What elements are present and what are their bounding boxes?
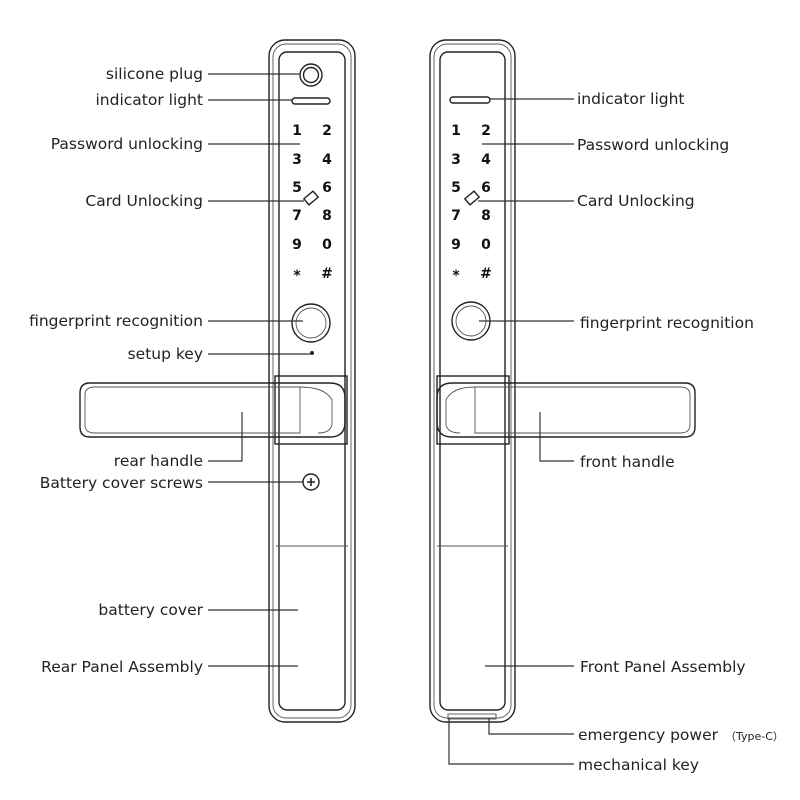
key-7: 7: [292, 208, 302, 224]
front-labels: indicator light Password unlocking Card …: [577, 90, 784, 774]
label-fingerprint-recognition: fingerprint recognition: [29, 312, 203, 330]
front-card-icon: [463, 190, 481, 206]
label-front-indicator-light: indicator light: [577, 90, 685, 108]
label-rear-handle: rear handle: [114, 452, 203, 470]
key-0: 0: [481, 237, 491, 253]
front-handle: [436, 382, 696, 438]
front-keypad: 1 2 3 4 5 6 7 8 9 0 * #: [451, 123, 492, 284]
key-9: 9: [292, 237, 302, 253]
fingerprint-sensor-icon: [291, 303, 331, 343]
label-emergency-power-type: （Type-C）: [725, 730, 784, 743]
type-c-port-icon: [447, 713, 497, 720]
label-card-unlocking: Card Unlocking: [85, 192, 203, 210]
key-5: 5: [292, 180, 302, 196]
rear-keypad: 1 2 3 4 5 6 7 8 9 0 * #: [292, 123, 333, 284]
front-indicator-light-icon: [449, 96, 491, 104]
key-8: 8: [481, 208, 491, 224]
label-front-password-unlocking: Password unlocking: [577, 136, 729, 154]
key-6: 6: [322, 180, 332, 196]
front-leader-lines: [448, 98, 574, 765]
key-hash: #: [321, 266, 333, 282]
label-front-card-unlocking: Card Unlocking: [577, 192, 695, 210]
key-9: 9: [451, 237, 461, 253]
label-front-fingerprint-recognition: fingerprint recognition: [580, 314, 754, 332]
key-6: 6: [481, 180, 491, 196]
label-battery-cover-screws: Battery cover screws: [40, 474, 203, 492]
label-indicator-light: indicator light: [95, 91, 203, 109]
key-0: 0: [322, 237, 332, 253]
rear-card-icon: [302, 190, 320, 206]
key-star: *: [293, 268, 301, 284]
front-panel: [429, 39, 696, 723]
key-5: 5: [451, 180, 461, 196]
label-setup-key: setup key: [128, 345, 203, 363]
label-front-handle: front handle: [580, 453, 675, 471]
key-1: 1: [451, 123, 461, 139]
key-4: 4: [322, 152, 332, 168]
key-hash: #: [480, 266, 492, 282]
label-silicone-plug: silicone plug: [106, 65, 203, 83]
rear-leader-lines: [208, 73, 310, 667]
label-rear-panel-assembly: Rear Panel Assembly: [41, 658, 203, 676]
label-front-panel-assembly: Front Panel Assembly: [580, 658, 746, 676]
key-3: 3: [292, 152, 302, 168]
setup-key-icon: [310, 351, 314, 355]
key-7: 7: [451, 208, 461, 224]
key-8: 8: [322, 208, 332, 224]
label-battery-cover: battery cover: [98, 601, 203, 619]
label-mechanical-key: mechanical key: [578, 756, 699, 774]
key-star: *: [452, 268, 460, 284]
key-4: 4: [481, 152, 491, 168]
indicator-light-icon: [291, 97, 331, 105]
silicone-plug-icon: [299, 63, 323, 87]
label-password-unlocking: Password unlocking: [51, 135, 203, 153]
rear-labels: silicone plug indicator light Password u…: [29, 65, 204, 676]
label-emergency-power: emergency power: [578, 726, 719, 744]
rear-handle: [79, 382, 346, 438]
key-3: 3: [451, 152, 461, 168]
key-1: 1: [292, 123, 302, 139]
key-2: 2: [481, 123, 491, 139]
key-2: 2: [322, 123, 332, 139]
rear-panel: [79, 39, 356, 723]
